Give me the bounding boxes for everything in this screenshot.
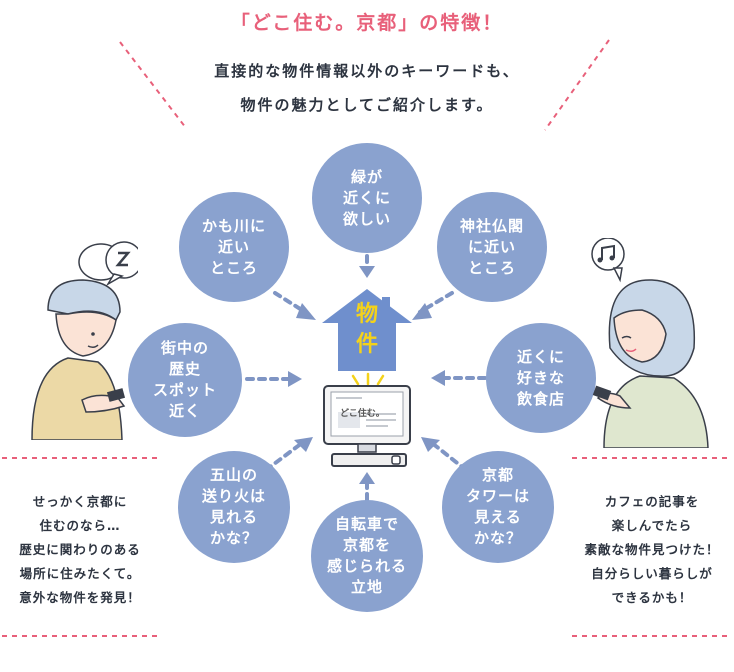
bubble-text: 緑が 近くに 欲しい	[342, 167, 391, 228]
bubble-text: 自転車で 京都を 感じられる 立地	[326, 515, 407, 596]
note-left: せっかく京都に 住むのなら… 歴史に関わりのある 場所に住みたくて。 意外な物件…	[2, 466, 158, 610]
bubble-text: かも川に 近い ところ	[201, 216, 266, 277]
decor-line-right	[544, 39, 610, 131]
bubble-text: 五山の 送り火は 見れる かな？	[201, 466, 266, 547]
bubble-shrines-temples: 神社仏閣 に近い ところ	[437, 192, 547, 302]
house-label-text: 物件	[355, 302, 378, 357]
note-right: カフェの記事を 楽しんでたら 素敵な物件見つけた！ 自分らしい暮らしが できるか…	[572, 466, 732, 610]
page-title: 「どこ住む。京都」の特徴！	[230, 12, 504, 34]
woman-illustration	[591, 238, 709, 448]
bubble-restaurants: 近くに 好きな 飲食店	[486, 323, 596, 433]
music-note-speech-icon	[591, 238, 625, 283]
screen-text: どこ住む。	[340, 409, 385, 419]
note-right-text: カフェの記事を 楽しんでたら 素敵な物件見つけた！ 自分らしい暮らしが できるか…	[584, 494, 720, 605]
bubble-kamo-river: かも川に 近い ところ	[179, 192, 289, 302]
bubble-bicycle: 自転車で 京都を 感じられる 立地	[311, 500, 423, 612]
man-illustration	[31, 241, 138, 440]
bubble-text: 街中の 歴史 スポット 近く	[152, 339, 217, 420]
bubble-gozan-fire: 五山の 送り火は 見れる かな？	[178, 451, 290, 563]
spark-icon	[351, 372, 385, 386]
decor-line-left	[119, 41, 187, 129]
house-icon	[322, 289, 412, 371]
bubble-text: 近くに 好きな 飲食店	[516, 347, 565, 408]
bubble-historic-spots: 街中の 歴史 スポット 近く	[128, 323, 242, 437]
subtitle-line-1: 直接的な物件情報以外のキーワードも、	[214, 62, 520, 80]
zzz-speech-icon	[78, 241, 138, 287]
subtitle-line-2: 物件の魅力としてご紹介します。	[240, 96, 494, 114]
house-label: 物件	[352, 300, 382, 360]
bubble-green-nearby: 緑が 近くに 欲しい	[312, 143, 422, 253]
computer-icon	[323, 385, 411, 467]
bubble-text: 神社仏閣 に近い ところ	[459, 216, 524, 277]
note-left-text: せっかく京都に 住むのなら… 歴史に関わりのある 場所に住みたくて。 意外な物件…	[19, 494, 141, 605]
bubble-text: 京都 タワーは 見える かな？	[465, 466, 530, 547]
bubble-kyoto-tower: 京都 タワーは 見える かな？	[442, 451, 554, 563]
